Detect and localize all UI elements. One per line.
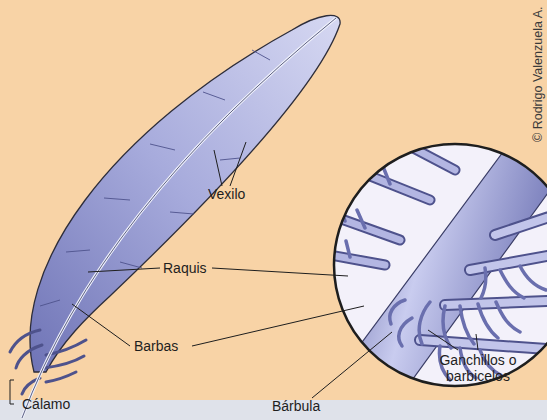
part-label: Cálamo	[22, 396, 82, 412]
copyright-watermark: © Rodrigo Valenzuela A.	[530, 0, 546, 142]
magnified-barbules	[339, 92, 435, 257]
feather-shaft	[22, 18, 336, 418]
barbula-leader	[312, 332, 392, 398]
feather-vane	[30, 15, 340, 372]
part-label: Ganchillos o barbicelos	[430, 352, 526, 384]
part-label: Vexilo	[208, 186, 268, 202]
magnified-hooks	[390, 300, 412, 346]
part-label: Raquis	[163, 260, 223, 276]
part-label: Bárbula	[272, 398, 342, 414]
raquis-leader	[88, 268, 348, 276]
barbicelos-leader	[428, 330, 478, 350]
lens-outline	[334, 144, 547, 386]
barbas-leader	[72, 304, 364, 346]
downy-barbs	[10, 330, 86, 394]
feather-shaft-edge	[22, 18, 336, 418]
vexilo-leader	[214, 142, 246, 186]
magnified-rachis	[340, 148, 547, 394]
part-label: Barbas	[134, 338, 194, 354]
vane-barb-lines	[40, 50, 270, 306]
calamo-bracket	[10, 380, 14, 404]
